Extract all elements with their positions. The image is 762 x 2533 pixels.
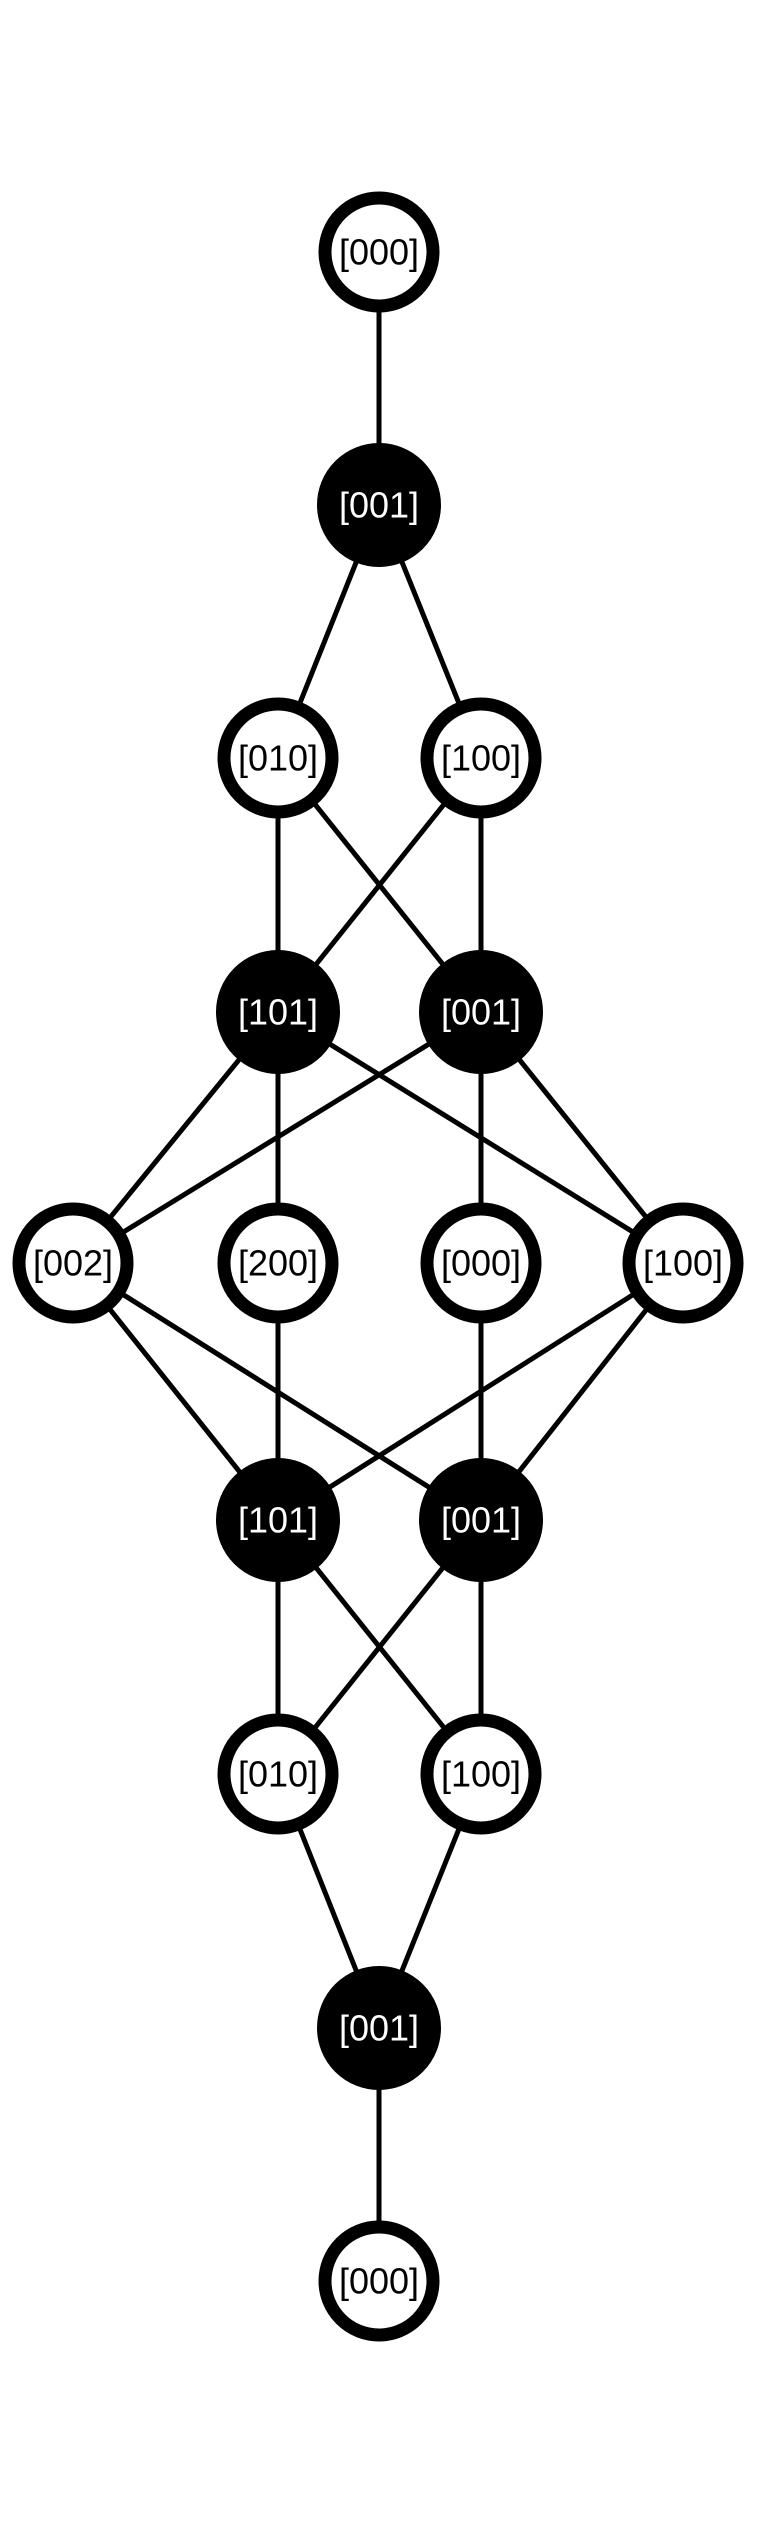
filled-circle bbox=[317, 1966, 441, 2090]
node-label: [101] bbox=[238, 992, 318, 1033]
edge-n9-n10 bbox=[276, 1260, 685, 1523]
open-circle bbox=[217, 697, 339, 819]
node-label: [001] bbox=[339, 485, 419, 526]
open-circle bbox=[318, 191, 440, 313]
node-n2-010-open: [010] bbox=[217, 697, 339, 819]
node-n1-001-filled: [001] bbox=[317, 443, 441, 567]
node-n5-001-filled: [001] bbox=[419, 950, 543, 1074]
node-n4-101-filled: [101] bbox=[216, 950, 340, 1074]
open-circle bbox=[318, 2220, 440, 2342]
open-circle bbox=[420, 697, 542, 819]
node-label: [100] bbox=[441, 738, 521, 779]
node-n12-010-open: [010] bbox=[217, 1713, 339, 1835]
node-label: [100] bbox=[643, 1243, 723, 1284]
node-label: [000] bbox=[339, 2261, 419, 2302]
node-n9-100-open: [100] bbox=[622, 1202, 744, 1324]
node-label: [001] bbox=[339, 2008, 419, 2049]
node-label: [000] bbox=[441, 1243, 521, 1284]
node-label: [001] bbox=[441, 992, 521, 1033]
open-circle bbox=[217, 1202, 339, 1324]
open-circle bbox=[622, 1202, 744, 1324]
node-n8-000-open: [000] bbox=[420, 1202, 542, 1324]
node-n14-001-filled: [001] bbox=[317, 1966, 441, 2090]
open-circle bbox=[420, 1713, 542, 1835]
node-label: [002] bbox=[33, 1243, 113, 1284]
node-n11-001-filled: [001] bbox=[419, 1458, 543, 1582]
node-n15-000-open: [000] bbox=[318, 2220, 440, 2342]
node-label: [010] bbox=[238, 738, 318, 779]
node-n13-100-open: [100] bbox=[420, 1713, 542, 1835]
node-label: [000] bbox=[339, 232, 419, 273]
filled-circle bbox=[317, 443, 441, 567]
open-circle bbox=[420, 1202, 542, 1324]
open-circle bbox=[12, 1202, 134, 1324]
filled-circle bbox=[419, 950, 543, 1074]
node-n6-002-open: [002] bbox=[12, 1202, 134, 1324]
node-label: [010] bbox=[238, 1754, 318, 1795]
filled-circle bbox=[216, 950, 340, 1074]
edge-n5-n6 bbox=[71, 1009, 483, 1266]
node-n3-100-open: [100] bbox=[420, 697, 542, 819]
node-n0-000-open: [000] bbox=[318, 191, 440, 313]
node-layer: [000] [001] [010] [100] [101] [001] [002] [200]… bbox=[12, 191, 744, 2342]
node-label: [101] bbox=[238, 1500, 318, 1541]
filled-circle bbox=[216, 1458, 340, 1582]
node-label: [001] bbox=[441, 1500, 521, 1541]
node-label: [200] bbox=[238, 1243, 318, 1284]
node-label: [100] bbox=[441, 1754, 521, 1795]
node-n7-200-open: [200] bbox=[217, 1202, 339, 1324]
open-circle bbox=[217, 1713, 339, 1835]
node-n10-101-filled: [101] bbox=[216, 1458, 340, 1582]
filled-circle bbox=[419, 1458, 543, 1582]
